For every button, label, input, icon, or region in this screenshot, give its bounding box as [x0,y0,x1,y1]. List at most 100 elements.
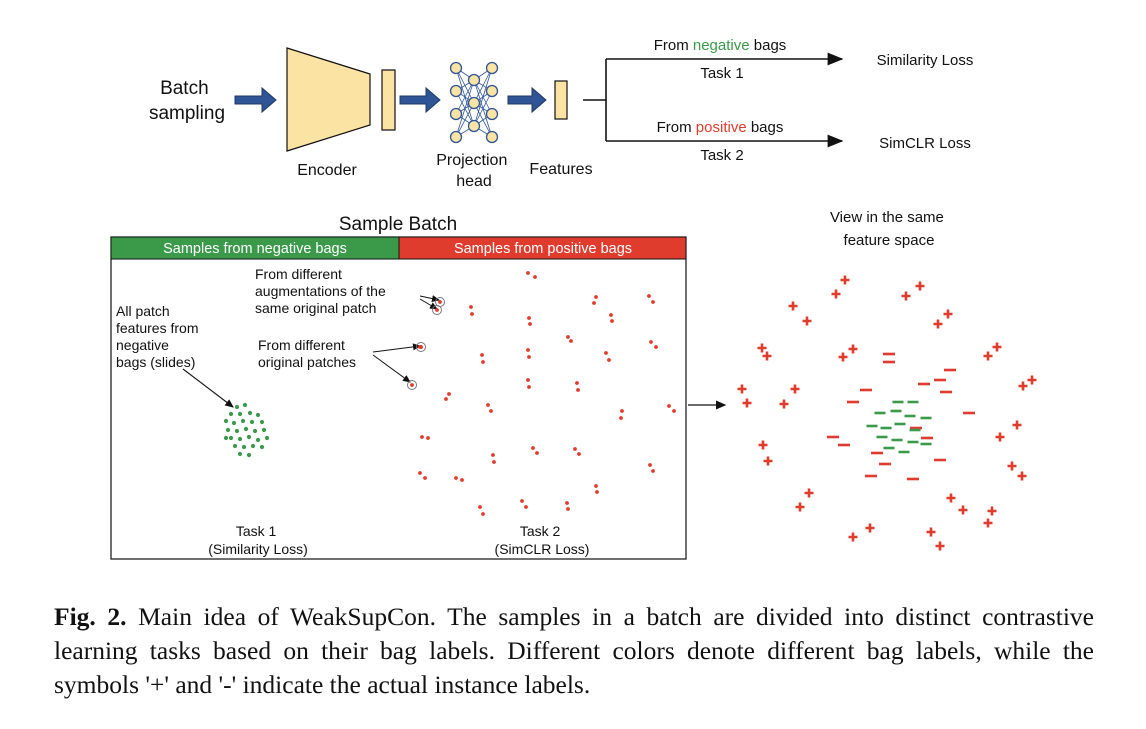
plus-marker [987,506,997,516]
network-node [467,96,481,110]
plus-marker [935,541,945,551]
negative-sample-dot [234,428,240,434]
positive-sample-dot [527,355,531,359]
negative-sample-dot [247,410,253,416]
branch-connector [583,52,844,148]
negative-sample-dot [243,426,249,432]
negative-sample-dot [234,404,240,410]
negative-sample-dot [249,419,255,425]
negative-sample-dot [259,444,265,450]
negative-sample-dot [241,444,247,450]
caption-label: Fig. 2. [54,602,127,631]
caption-text: Main idea of WeakSupCon. The samples in … [54,602,1094,699]
positive-sample-dot [535,451,539,455]
network-node [485,130,499,144]
positive-sample-dot [520,499,524,503]
positive-sample-dot [447,392,451,396]
sample-batch-panel [110,236,687,560]
negative-bags-header-label: Samples from negative bags [163,241,347,257]
branch-top-task: Task 1 [700,65,743,82]
negative-sample-dot [255,437,261,443]
negative-sample-dot [240,418,246,424]
plus-marker [757,343,767,353]
positive-sample-dot [527,316,531,320]
encoder-label: Encoder [297,162,357,179]
positive-sample-dot [604,351,608,355]
positive-sample-dot [573,447,577,451]
annotation-pointer [372,354,411,383]
negative-instance-markers-negative-bags [866,400,932,454]
plus-marker [958,505,968,515]
positive-sample-dot [647,294,651,298]
plus-marker [742,398,752,408]
negative-sample-dot [232,443,238,449]
positive-sample-dot [528,322,532,326]
positive-sample-dot [667,404,671,408]
positive-sample-dot [594,295,598,299]
positive-bags-header [398,236,687,260]
network-edge [473,67,493,104]
positive-sample-pairs [410,271,676,516]
plus-marker [983,518,993,528]
positive-sample-dot [435,308,439,312]
negative-sample-dot [231,420,237,426]
annotation-line: same original patch [255,300,376,316]
network-node [485,61,499,75]
annotation-line: negative [116,337,169,353]
plus-marker [865,523,875,533]
highlight-ring [432,305,442,315]
network-edge [455,79,475,138]
positive-sample-dot [651,469,655,473]
projection-head-label: Projection head [436,152,512,190]
positive-bags-header-label: Samples from positive bags [454,241,632,257]
negative-sample-dot [237,451,243,457]
negative-sample-dot [223,418,229,424]
figure-caption: Fig. 2. Main idea of WeakSupCon. The sam… [54,600,1094,702]
plus-marker [933,319,943,329]
plus-marker [901,291,911,301]
network-node [449,84,463,98]
plus-marker [946,493,956,503]
annotation-line: original patches [258,354,356,370]
plus-marker [1017,471,1027,481]
positive-sample-dot [609,313,613,317]
network-edge [473,67,493,127]
similarity-loss-label: Similarity Loss [877,52,974,69]
negative-sample-dot [246,452,252,458]
positive-sample-dot [480,353,484,357]
plus-marker [788,301,798,311]
highlight-ring [416,342,426,352]
network-node [485,107,499,121]
flow-arrow [399,86,441,114]
positive-sample-dot [469,305,473,309]
annotation-line: From different [255,266,342,282]
batch-sampling-label: Batch sampling [149,78,225,124]
feature-space-title: View in the same feature space [830,209,948,249]
positive-sample-dot [470,312,474,316]
negative-sample-dot [223,435,229,441]
positive-sample-dot [526,348,530,352]
branch-bottom-task: Task 2 [700,147,743,164]
plus-marker [1007,461,1017,471]
sample-batch-title: Sample Batch [339,214,457,235]
negative-sample-dot [259,419,265,425]
plus-marker [926,527,936,537]
plus-marker [983,351,993,361]
network-node [449,130,463,144]
plus-marker [737,384,747,394]
positive-sample-dot [420,435,424,439]
annotation-line: From different [258,337,345,353]
positive-sample-dot [486,403,490,407]
positive-sample-dot [423,476,427,480]
network-node [449,61,463,75]
annotation-line: features from [116,320,198,336]
plus-marker [838,352,848,362]
plus-marker [804,488,814,498]
positive-sample-dot [649,340,653,344]
positive-sample-dot [481,512,485,516]
plus-marker [790,384,800,394]
positive-sample-dot [460,478,464,482]
negative-sample-dot [237,436,243,442]
